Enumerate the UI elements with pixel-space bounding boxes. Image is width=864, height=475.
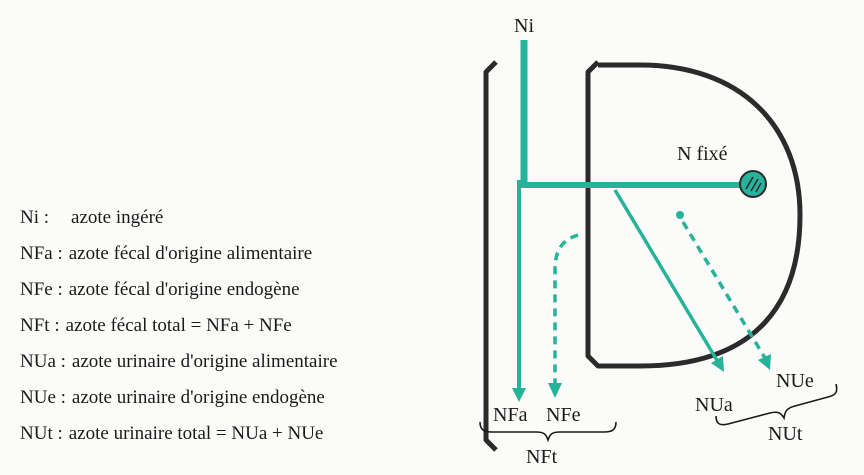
legend: Ni : azote ingéré NFa :azote fécal d'orig…	[20, 200, 338, 452]
legend-abbr: NUt :	[20, 423, 63, 444]
nft-brace	[479, 421, 617, 443]
legend-item-nfe: NFe :azote fécal d'origine endogène	[20, 272, 338, 308]
legend-abbr: NFe :	[20, 279, 63, 300]
nfa-arrow-head	[512, 388, 526, 402]
legend-abbr: NFt :	[20, 315, 60, 336]
left-wall-bracket	[483, 60, 498, 452]
legend-desc: azote fécal d'origine endogène	[68, 279, 300, 300]
nua-arrow-head	[711, 356, 724, 372]
nfa-label: NFa	[493, 404, 528, 426]
nue-flow-line	[681, 221, 767, 359]
nua-flow-line	[613, 189, 720, 363]
nfe-label: NFe	[546, 404, 581, 426]
legend-item-nua: NUa :azote urinaire d'origine alimentair…	[20, 344, 338, 380]
legend-desc: azote urinaire d'origine endogène	[71, 387, 325, 408]
legend-item-nfa: NFa :azote fécal d'origine alimentaire	[20, 236, 338, 272]
nue-label: NUe	[776, 370, 814, 392]
legend-abbr: Ni :	[20, 207, 50, 228]
nut-brace	[715, 383, 838, 426]
legend-item-ni: Ni : azote ingéré	[20, 200, 338, 236]
n-fixe-pool-icon	[739, 170, 767, 198]
legend-desc: azote urinaire total = NUa + NUe	[68, 423, 324, 444]
legend-desc: azote urinaire d'origine alimentaire	[71, 351, 338, 372]
legend-item-nft: NFt :azote fécal total = NFa + NFe	[20, 308, 338, 344]
nue-arrow-head	[758, 354, 771, 370]
n-fixe-hatch	[745, 176, 762, 193]
legend-desc: azote fécal d'origine alimentaire	[68, 243, 313, 264]
nft-label: NFt	[526, 446, 558, 468]
nfe-flow-line	[553, 233, 579, 385]
legend-abbr: NUa :	[20, 351, 66, 372]
legend-item-nue: NUe :azote urinaire d'origine endogène	[20, 380, 338, 416]
n-fixe-label: N fixé	[677, 143, 728, 165]
legend-item-nut: NUt :azote urinaire total = NUa + NUe	[20, 416, 338, 452]
nfe-arrow-head	[548, 383, 562, 398]
body-outline	[585, 60, 803, 369]
legend-abbr: NUe :	[20, 387, 66, 408]
legend-desc: azote ingéré	[71, 207, 164, 228]
nue-origin-dot	[676, 211, 684, 219]
ni-label: Ni	[514, 15, 534, 37]
legend-desc: azote fécal total = NFa + NFe	[65, 315, 292, 336]
legend-abbr: NFa :	[20, 243, 63, 264]
nua-label: NUa	[695, 394, 733, 416]
nut-label: NUt	[768, 423, 803, 445]
